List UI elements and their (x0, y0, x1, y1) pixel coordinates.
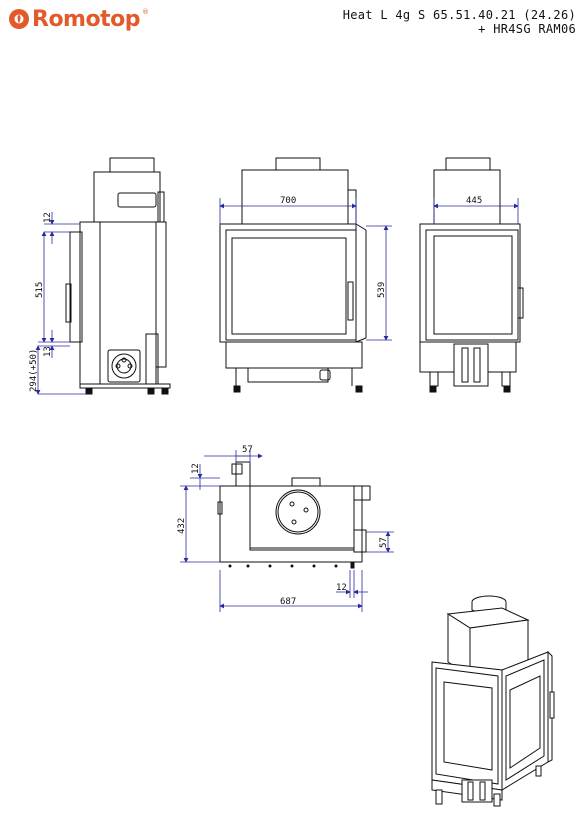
plan-view-dimensions (180, 450, 394, 612)
registered-mark: ® (141, 8, 149, 16)
dim-plan-width: 687 (280, 597, 296, 607)
product-title-line-1: Heat L 4g S 65.51.40.21 (24.26) (342, 8, 576, 22)
dim-plan-offset-top: 57 (242, 445, 253, 455)
dim-side-gap: 13 (43, 346, 53, 357)
front-view-dimensions (219, 198, 392, 341)
dim-plan-offset-left: 12 (191, 463, 201, 474)
dim-right-width: 445 (466, 196, 482, 206)
dim-side-height: 515 (35, 282, 45, 298)
romotop-logo: Romotop ® (8, 6, 149, 32)
perspective-view (431, 595, 555, 807)
side-view-dimensions (35, 212, 86, 395)
front-view (219, 157, 367, 393)
plan-view (217, 461, 371, 569)
product-title-line-2: + HR4SG RAM06 (478, 22, 576, 36)
dim-plan-depth: 432 (177, 518, 187, 534)
dim-side-top: 12 (43, 212, 53, 223)
right-view-dimensions (433, 198, 519, 224)
flame-logo-icon (9, 9, 29, 29)
product-title: Heat L 4g S 65.51.40.21 (24.26) + HR4SG … (343, 8, 576, 36)
side-view (65, 157, 171, 395)
dim-front-width: 700 (280, 196, 296, 206)
dim-plan-right-offset: 57 (379, 537, 389, 548)
dim-side-base: 294(+50) (29, 349, 39, 392)
dim-plan-bottom-offset: 12 (336, 583, 347, 593)
right-view (419, 157, 524, 393)
brand-name: Romotop (32, 6, 140, 32)
dim-front-height: 539 (377, 282, 387, 298)
